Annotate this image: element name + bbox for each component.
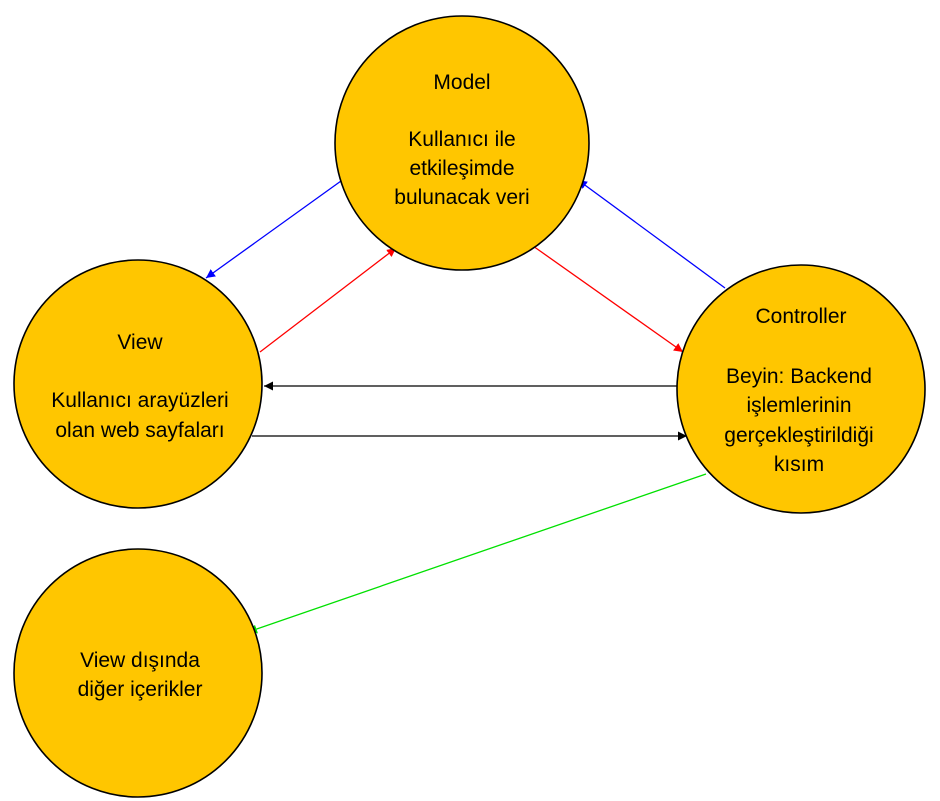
- node-view-circle: [13, 259, 263, 509]
- node-model: Model Kullanıcı ile etkileşimde bulunaca…: [334, 15, 590, 271]
- node-controller: Controller Beyin: Backend işlemlerinin g…: [676, 264, 926, 514]
- node-controller-circle: [676, 264, 926, 514]
- edges: [205, 179, 726, 634]
- node-view-title: View: [117, 331, 163, 354]
- edge-controller-to-model: [577, 179, 726, 289]
- node-other-line-1: View dışında: [80, 649, 200, 672]
- node-model-line-2: etkileşimde: [409, 157, 514, 180]
- node-model-title: Model: [433, 71, 490, 94]
- edge-model-to-view: [205, 180, 342, 279]
- node-model-line-3: bulunacak veri: [394, 186, 529, 209]
- node-model-line-1: Kullanıcı ile: [408, 128, 515, 151]
- edge-view-to-model: [259, 247, 397, 353]
- edge-model-to-controller: [532, 245, 684, 353]
- node-other-line-2: diğer içerikler: [78, 678, 203, 701]
- edge-controller-to-other: [247, 473, 707, 634]
- node-controller-line-3: gerçekleştirildiği: [724, 424, 873, 447]
- node-view-line-2: olan web sayfaları: [55, 419, 224, 442]
- node-controller-title: Controller: [755, 305, 846, 328]
- node-other-circle: [13, 548, 263, 798]
- node-view: View Kullanıcı arayüzleri olan web sayfa…: [13, 259, 263, 509]
- node-controller-line-2: işlemlerinin: [746, 394, 851, 417]
- node-controller-line-4: kısım: [774, 453, 824, 476]
- node-controller-line-1: Beyin: Backend: [726, 365, 872, 388]
- node-other: View dışında diğer içerikler: [13, 548, 263, 798]
- node-view-line-1: Kullanıcı arayüzleri: [51, 389, 228, 412]
- node-model-circle: [334, 15, 590, 271]
